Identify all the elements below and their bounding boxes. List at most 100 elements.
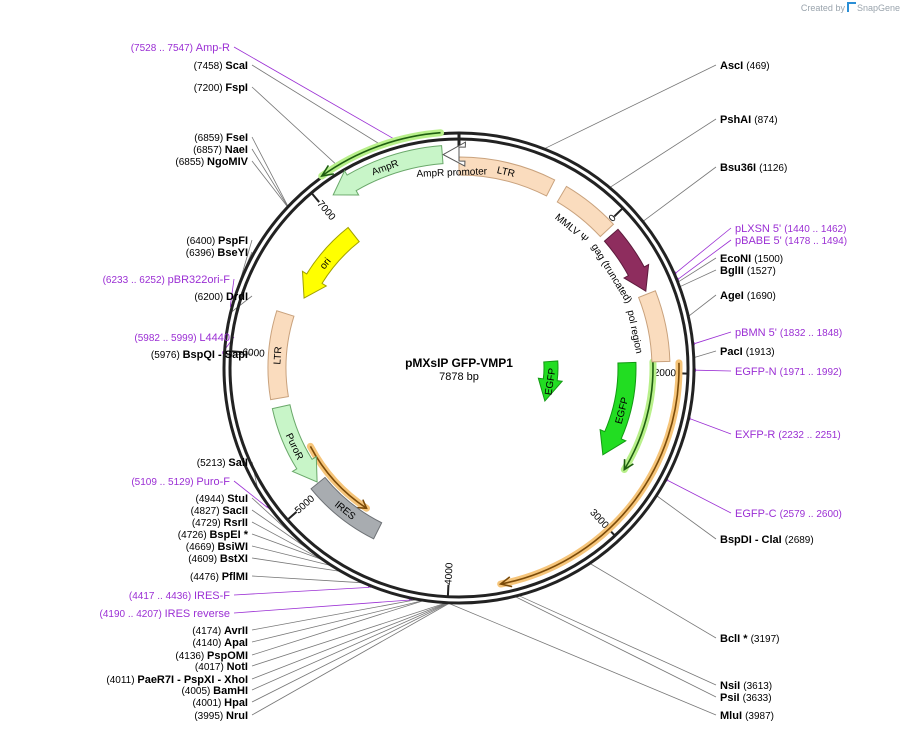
enzyme-label-bcli: BclI * (3197)	[720, 633, 779, 645]
enzyme-leader-35	[251, 86, 338, 166]
site-position: (4729)	[192, 518, 224, 529]
site-position: (4011)	[106, 675, 137, 686]
enzyme-label-bglii: BglII (1527)	[720, 265, 776, 277]
enzyme-leader-3	[678, 257, 717, 283]
site-name: PsiI	[720, 692, 743, 704]
site-name: PspFI	[218, 235, 248, 247]
primer-label-egfp-n: EGFP-N (1971 .. 1992)	[735, 366, 842, 378]
tick-label-5000: 5000	[293, 493, 317, 516]
site-name: ScaI	[225, 60, 248, 72]
enzyme-leader-12	[251, 603, 449, 716]
tick-mark-5000	[286, 511, 298, 521]
enzyme-label-rsrii: (4729) RsrII	[192, 517, 248, 529]
feature-label-ltr-8: LTR	[272, 346, 284, 365]
site-position: (4017)	[195, 662, 227, 673]
site-position: (4669)	[186, 542, 218, 553]
site-position: (3995)	[194, 711, 226, 722]
enzyme-label-bspqi-sapi: (5976) BspQI - SapI	[151, 349, 248, 361]
feature-ltr-0	[458, 156, 556, 197]
enzyme-label-bseyi: (6396) BseYI	[186, 247, 248, 259]
feature-ires-6	[310, 476, 383, 540]
site-position: (5213)	[197, 458, 229, 469]
site-name: IRES-F	[194, 590, 230, 602]
enzyme-leader-34	[251, 136, 288, 206]
enzyme-leader-0	[545, 64, 717, 149]
primer-leader-9	[233, 480, 268, 508]
primer-leader-2	[694, 331, 732, 344]
enzyme-label-noti: (4017) NotI	[195, 661, 248, 673]
site-name: NotI	[227, 661, 248, 673]
tick-label-7000: 7000	[314, 199, 337, 223]
site-position: (1527)	[747, 266, 776, 277]
enzyme-leader-16	[251, 603, 445, 667]
orf-arrowhead-0	[623, 459, 634, 471]
primer-label-amp-r: (7528 .. 7547) Amp-R	[131, 42, 230, 54]
enzyme-label-bspei: (4726) BspEI *	[178, 529, 249, 541]
site-name: pBABE 5'	[735, 235, 785, 247]
primer-leader-10	[233, 586, 370, 596]
site-name: pBMN 5'	[735, 327, 780, 339]
enzyme-label-fspi: (7200) FspI	[194, 82, 248, 94]
snapgene-logo-icon	[846, 2, 856, 12]
enzyme-label-avrii: (4174) AvrII	[192, 625, 248, 637]
site-name: Puro-F	[196, 476, 230, 488]
enzyme-leader-2	[643, 166, 717, 222]
site-name: BspDI - ClaI	[720, 534, 785, 546]
site-name: BglII	[720, 265, 747, 277]
enzyme-leader-7	[656, 495, 717, 540]
site-name: SalI	[228, 457, 248, 469]
primer-label-pbr322ori-f: (6233 .. 6252) pBR322ori-F	[103, 274, 231, 286]
enzyme-label-drdi: (6200) DrdI	[194, 291, 248, 303]
enzyme-label-paci: PacI (1913)	[720, 346, 775, 358]
feature-ampr-promoter-11	[442, 141, 466, 167]
primer-label-puro-f: (5109 .. 5129) Puro-F	[131, 476, 230, 488]
site-position: (4417 .. 4436)	[129, 591, 194, 602]
site-position: (6200)	[194, 292, 226, 303]
site-position: (469)	[746, 61, 769, 72]
site-labels: AscI (469)PshAI (874)Bsu36I (1126)EcoNI …	[100, 42, 848, 722]
enzyme-leader-29	[229, 295, 253, 314]
site-position: (1126)	[759, 163, 787, 174]
site-position: (6396)	[186, 248, 218, 259]
enzyme-label-bsu36i: Bsu36I (1126)	[720, 162, 787, 174]
site-name: PaeR7I - PspXI - XhoI	[137, 674, 248, 686]
site-position: (3613)	[743, 681, 772, 692]
orf-line-0	[623, 361, 654, 470]
site-position: (5982 .. 5999)	[134, 333, 199, 344]
enzyme-leader-8	[590, 563, 717, 639]
primer-leader-11	[233, 599, 411, 614]
feature-ampr-10	[332, 145, 444, 196]
site-position: (3987)	[745, 711, 774, 722]
orf-arrowhead-3	[320, 165, 334, 178]
enzyme-leader-10	[515, 596, 717, 698]
site-name: EXFP-R	[735, 429, 778, 441]
site-position: (7200)	[194, 83, 226, 94]
feature-ori-9	[301, 226, 360, 299]
enzyme-leader-28	[223, 353, 253, 356]
tick-mark-7000	[310, 192, 320, 203]
site-position: (4476)	[190, 572, 222, 583]
site-position: (1913)	[746, 347, 775, 358]
enzyme-label-psii: PsiI (3633)	[720, 692, 772, 704]
site-name: BamHI	[213, 685, 248, 697]
site-position: (6859)	[194, 133, 226, 144]
primer-leader-6	[233, 46, 396, 141]
tick-mark-4000	[446, 584, 450, 597]
site-position: (1690)	[747, 291, 776, 302]
enzyme-label-bamhi: (4005) BamHI	[181, 685, 248, 697]
enzyme-leader-6	[694, 350, 717, 358]
enzyme-label-pflmi: (4476) PflMI	[190, 571, 248, 583]
enzyme-label-scai: (7458) ScaI	[194, 60, 248, 72]
primer-leader-0	[675, 227, 732, 274]
site-position: (4136)	[175, 651, 207, 662]
enzyme-label-pspomi: (4136) PspOMI	[175, 650, 248, 662]
site-position: (3197)	[751, 634, 780, 645]
site-name: BspEI *	[209, 529, 248, 541]
enzyme-leader-32	[251, 160, 288, 207]
feature-label-egfp-5: EGFP	[544, 367, 559, 396]
feature-pol-region-3	[637, 290, 671, 363]
enzyme-leader-17	[251, 600, 423, 656]
enzyme-leader-33	[251, 148, 288, 207]
